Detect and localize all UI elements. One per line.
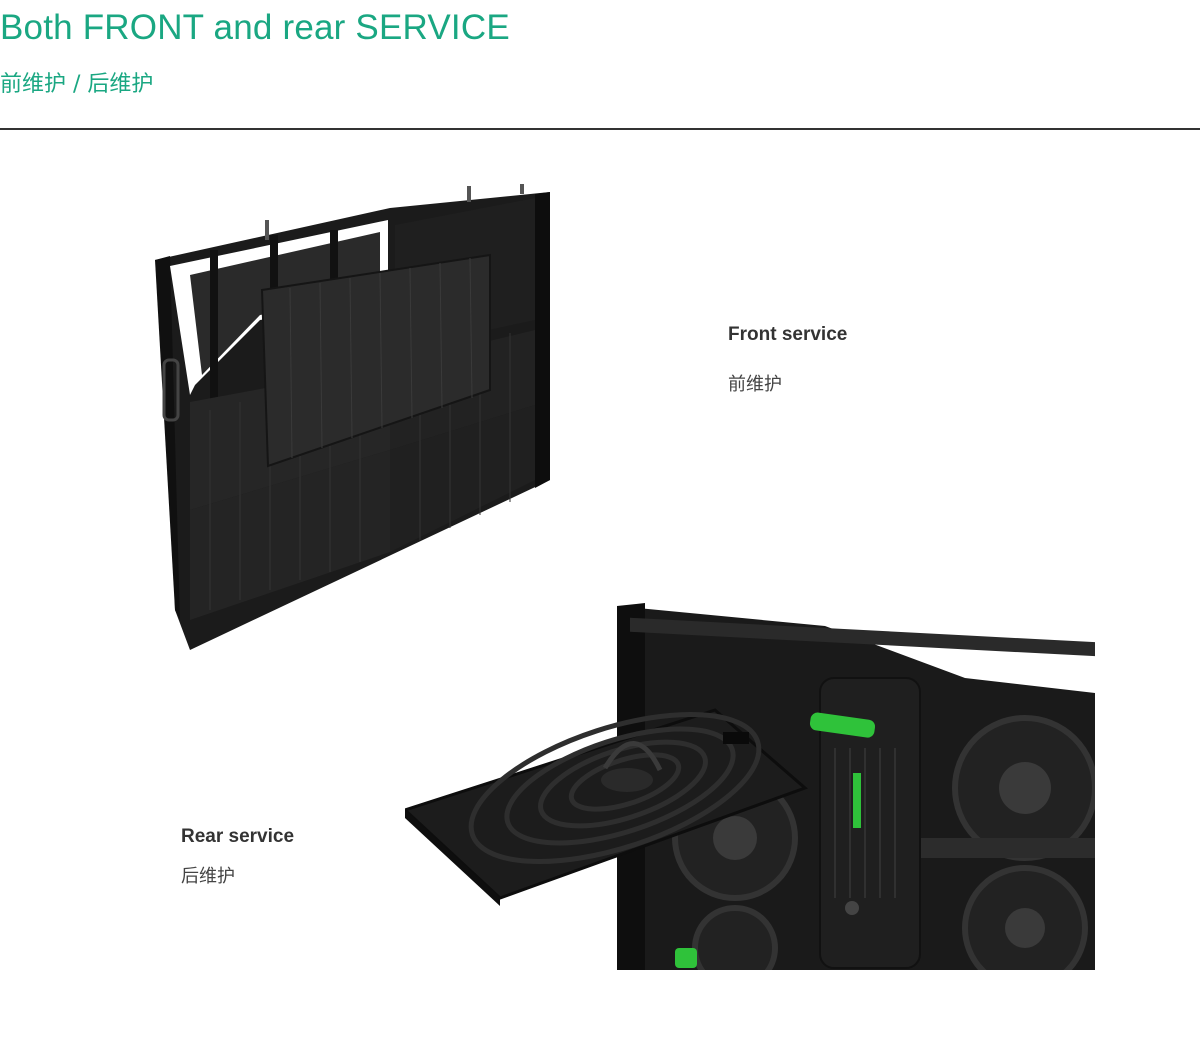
rear-service-label: Rear service (181, 826, 295, 847)
page-subtitle: 前维护 / 后维护 (0, 72, 154, 97)
header-divider (0, 128, 1200, 130)
rear-service-label-zh: 后维护 (181, 866, 235, 887)
front-service-cabinet-image (155, 184, 550, 650)
front-service-label-zh: 前维护 (728, 374, 782, 395)
front-service-label: Front service (728, 324, 848, 345)
rear-service-cabinet-image (405, 603, 1095, 970)
page-title: Both FRONT and rear SERVICE (0, 8, 510, 47)
